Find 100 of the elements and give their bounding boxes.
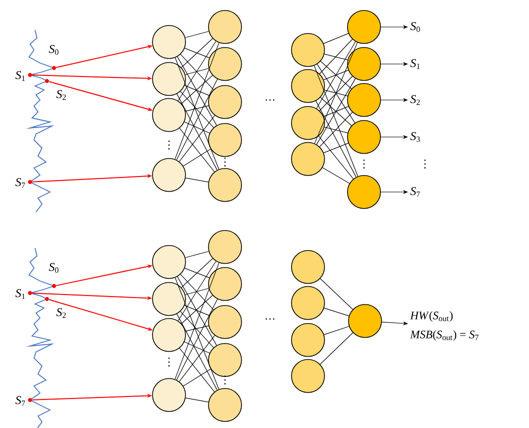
connection-line <box>314 42 358 144</box>
connection-line <box>183 368 211 386</box>
connection-line <box>176 78 218 160</box>
point-label: S$_{1}$ <box>15 71 25 81</box>
connection-line <box>174 57 220 170</box>
neuron-circle <box>347 83 381 117</box>
connection-line <box>316 78 356 145</box>
connection-line <box>322 167 350 184</box>
neuron-circle <box>208 47 242 81</box>
connection-line <box>324 54 348 60</box>
neuron-circle <box>347 10 381 44</box>
neuron-circle <box>291 323 325 357</box>
point-label: S$_{0}$ <box>48 44 58 55</box>
connection-line <box>320 60 352 90</box>
neuron-circle <box>291 359 325 393</box>
connection-line <box>316 64 356 124</box>
connection-line <box>178 115 216 162</box>
neuron-circle <box>291 286 325 320</box>
connection-line <box>180 274 214 310</box>
output-label: S$_{1}$ <box>410 59 420 69</box>
connection-line <box>320 97 352 126</box>
point-label: S$_{7}$ <box>15 396 26 406</box>
connection-line <box>316 41 356 109</box>
connection-line <box>174 277 220 390</box>
neuron-circle <box>291 250 325 284</box>
connection-line <box>316 100 356 178</box>
ellipsis: ⋮ <box>424 160 426 168</box>
connection-line <box>178 335 216 382</box>
connection-line <box>184 122 210 134</box>
ellipsis: ⋮ <box>224 158 226 166</box>
output-label: S$_{2}$ <box>410 95 420 105</box>
connection-line <box>174 42 220 160</box>
connection-line <box>178 260 216 322</box>
connection-line <box>184 305 210 316</box>
neuron-circle <box>208 388 242 422</box>
connection-line <box>184 48 210 58</box>
neuron-circle <box>347 47 381 81</box>
ellipsis: … <box>266 318 274 320</box>
connection-line <box>180 91 214 128</box>
connection-line <box>184 342 210 354</box>
connection-line <box>177 276 217 346</box>
output-text: HW(S$_{out}$) MSB(S$_{out}$) = S$_{7}$ <box>410 311 479 341</box>
connection-line <box>320 278 354 310</box>
point-label: S$_{0}$ <box>48 262 58 273</box>
connection-line <box>181 75 213 104</box>
connection-line <box>185 178 209 182</box>
connection-line <box>324 308 350 316</box>
connection-line <box>181 258 213 288</box>
connection-line <box>323 33 349 44</box>
neuron-circle <box>152 318 186 352</box>
connection-line <box>318 136 354 180</box>
neuron-circle <box>152 282 186 316</box>
neuron-circle <box>152 25 186 59</box>
neuron-circle <box>291 33 325 67</box>
connection-line <box>324 90 348 96</box>
neuron-circle <box>208 168 242 202</box>
connection-line <box>181 38 213 68</box>
connection-line <box>179 348 215 392</box>
output-label: S$_{3}$ <box>410 132 420 142</box>
connection-line <box>176 94 218 170</box>
ellipsis: … <box>266 99 274 101</box>
connection-line <box>324 326 350 335</box>
connection-line <box>314 65 358 177</box>
neuron-circle <box>291 106 325 140</box>
neuron-circle <box>208 123 242 157</box>
neuron-circle <box>152 378 186 412</box>
ellipsis: ⋮ <box>168 140 170 150</box>
connection-line <box>184 268 210 278</box>
connection-line <box>177 56 217 126</box>
connection-line <box>185 31 209 38</box>
point-label: S$_{7}$ <box>15 178 26 188</box>
neuron-circle <box>208 10 242 44</box>
connection-line <box>323 70 349 80</box>
neuron-circle <box>152 62 186 96</box>
connection-line <box>174 262 220 380</box>
neuron-circle <box>208 230 242 264</box>
neuron-circle <box>208 267 242 301</box>
connection-line <box>176 298 218 380</box>
output-label: S$_{7}$ <box>410 187 420 197</box>
neuron-circle <box>208 343 242 377</box>
neuron-circle <box>347 175 381 209</box>
connection-line <box>176 314 218 390</box>
connection-line <box>323 142 349 154</box>
connection-line <box>181 295 213 324</box>
connection-line <box>319 112 353 148</box>
output-label: S$_{0}$ <box>410 22 420 32</box>
connection-line <box>320 332 354 365</box>
connection-line <box>185 288 209 295</box>
connection-line <box>178 40 216 102</box>
connection-line <box>183 148 211 166</box>
point-label: S$_{1}$ <box>15 289 25 299</box>
neuron-circle <box>152 158 186 192</box>
neuron-circle <box>152 98 186 132</box>
ellipsis: ⋮ <box>168 358 170 366</box>
connection-line <box>184 85 210 96</box>
neuron-circle <box>208 85 242 119</box>
connection-line <box>323 106 349 117</box>
ellipsis: ⋮ <box>363 160 365 168</box>
connection-line <box>180 54 214 90</box>
neuron-circle <box>291 142 325 176</box>
